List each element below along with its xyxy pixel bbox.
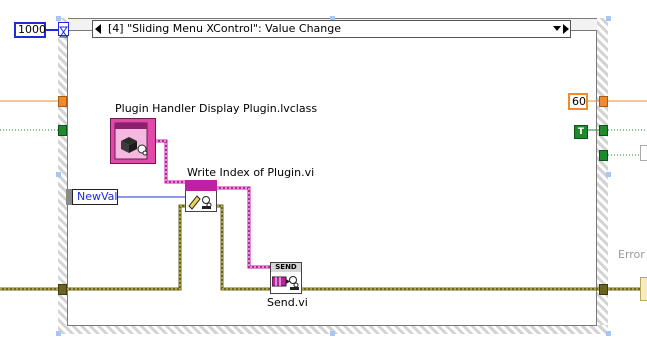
frame-right-rail (597, 18, 608, 334)
stop-boolean-constant[interactable]: T (574, 125, 588, 139)
handle-mid-right[interactable] (606, 172, 611, 177)
class-wire-1[interactable] (156, 139, 185, 184)
handle-top-left[interactable] (56, 16, 61, 21)
send-glyph-icon (272, 276, 299, 290)
error-tunnel-right[interactable] (599, 284, 608, 295)
error-out-indicator-partial[interactable] (640, 277, 647, 301)
handle-bottom-right[interactable] (606, 331, 611, 336)
outside-node-partial[interactable] (640, 145, 647, 161)
error-tunnel-left[interactable] (58, 284, 67, 295)
class-wire-2[interactable] (217, 186, 270, 269)
green-tunnel-left[interactable] (58, 125, 67, 136)
increment-arrow-icon[interactable] (562, 21, 570, 37)
lvclass-icon[interactable] (110, 118, 156, 164)
class-wire-1-core (156, 140, 185, 183)
handle-top-right[interactable] (606, 16, 611, 21)
write-index-vi-header (185, 180, 217, 191)
green-tunnel-right[interactable] (599, 125, 608, 136)
handle-top-mid[interactable] (330, 16, 335, 21)
pencil-icon (188, 195, 212, 210)
wait-constant[interactable]: 60 (568, 93, 588, 110)
send-vi-header: SEND (271, 263, 301, 272)
error-wire-b[interactable] (217, 204, 270, 291)
newval-terminal-bar (66, 189, 73, 205)
hourglass-icon[interactable] (58, 22, 69, 38)
handle-bottom-mid[interactable] (330, 331, 335, 336)
case-selector-label: [4] "Sliding Menu XControl": Value Chang… (108, 22, 341, 35)
send-label: Send.vi (267, 296, 308, 309)
dropdown-arrow-icon[interactable] (553, 21, 561, 37)
newval-terminal[interactable]: NewVal (66, 189, 118, 205)
error-wire-b-core (217, 205, 270, 290)
decrement-arrow-icon[interactable] (94, 21, 102, 37)
frame-left-rail (58, 18, 68, 334)
write-index-label: Write Index of Plugin.vi (187, 166, 315, 179)
timeout-constant[interactable]: 1000 (14, 22, 46, 38)
handle-mid-left[interactable] (56, 172, 61, 177)
class-constant-label: Plugin Handler Display Plugin.lvclass (115, 102, 318, 115)
error-wire-a-core (67, 205, 185, 290)
frame-bottom-rail (58, 325, 608, 334)
event-case-diagram[interactable] (67, 30, 597, 326)
class-wire-2-core (217, 187, 270, 268)
error-out-label: Error (618, 248, 645, 261)
handle-bottom-left[interactable] (56, 331, 61, 336)
error-wire-a[interactable] (67, 204, 185, 291)
case-selector[interactable] (92, 20, 571, 38)
orange-tunnel-right[interactable] (599, 96, 608, 107)
green-tunnel-right-2[interactable] (599, 150, 608, 161)
newval-label: NewVal (77, 190, 118, 203)
orange-tunnel-left[interactable] (58, 96, 67, 107)
